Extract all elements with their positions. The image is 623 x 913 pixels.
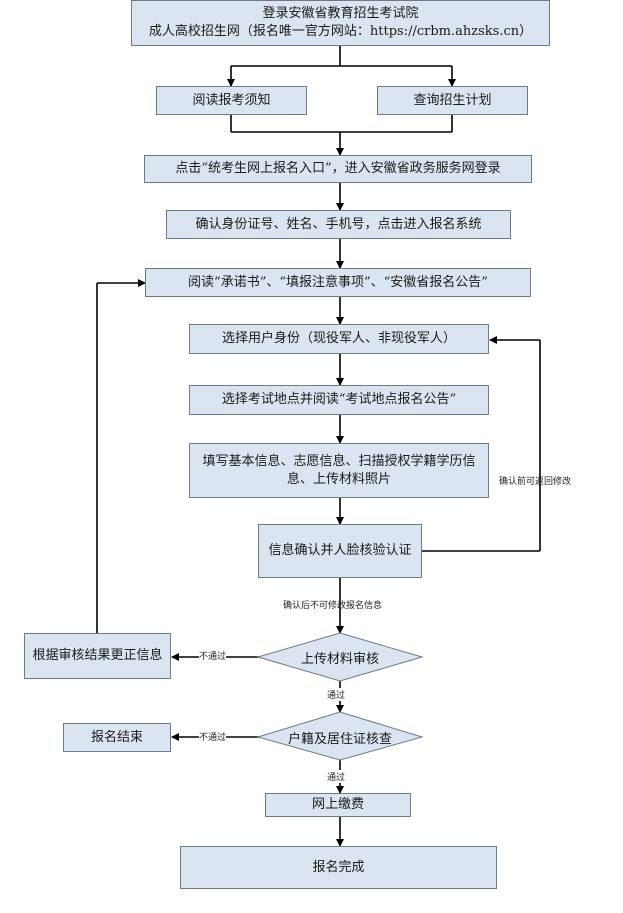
login-official-site-url: 成人高校招生网（报名唯一官方网站：https://crbm.ahzsks.cn） <box>148 24 533 39</box>
confirm-id-label: 确认身份证号、姓名、手机号，点击进入报名系统 <box>195 216 482 232</box>
select-site-box: 选择考试地点并阅读“考试地点报名公告” <box>189 385 489 415</box>
read-notice-box: 阅读报考须知 <box>156 86 307 115</box>
reg-end-box: 报名结束 <box>63 723 171 752</box>
query-plan-label: 查询招生计划 <box>413 92 492 108</box>
payment-label: 网上缴费 <box>311 797 364 812</box>
upload-review-diamond <box>256 632 424 682</box>
reg-end-label: 报名结束 <box>90 729 143 745</box>
reg-complete-box: 报名完成 <box>180 846 497 889</box>
correct-info-box: 根据审核结果更正信息 <box>24 633 171 679</box>
confirm-face-label: 信息确认并人脸核验认证 <box>268 543 412 558</box>
payment-box: 网上缴费 <box>265 793 411 817</box>
select-identity-label: 选择用户身份（现役军人、非现役军人） <box>221 331 456 346</box>
fill-info-line2: 息、上传材料照片 <box>286 471 391 487</box>
fail-2-label: 不通过 <box>199 730 227 743</box>
fill-info-box: 填写基本信息、志愿信息、扫描授权学籍学历信 息、上传材料照片 <box>189 443 489 498</box>
pass-1-label: 通过 <box>327 688 346 701</box>
correct-info-label: 根据审核结果更正信息 <box>32 648 163 663</box>
login-title: 登录安徽省教育招生考试院 <box>262 6 419 21</box>
no-modify-after-confirm-label: 确认后不可修改报名信息 <box>283 601 383 611</box>
modify-before-confirm-label: 确认前可返回修改 <box>499 477 572 487</box>
select-site-label: 选择考试地点并阅读“考试地点报名公告” <box>221 392 457 407</box>
read-notice-label: 阅读报考须知 <box>192 92 271 108</box>
confirm-face-box: 信息确认并人脸核验认证 <box>258 524 422 578</box>
click-entry-label: 点击“统考生网上报名入口”，进入安徽省政务服务网登录 <box>175 161 501 176</box>
residence-check-diamond <box>256 711 424 761</box>
upload-review-label: 上传材料审核 <box>300 651 379 667</box>
fail-1-label: 不通过 <box>199 649 227 662</box>
login-official-site-box: 登录安徽省教育招生考试院 成人高校招生网（报名唯一官方网站：https://cr… <box>131 0 550 46</box>
select-identity-box: 选择用户身份（现役军人、非现役军人） <box>189 324 489 354</box>
click-entry-box: 点击“统考生网上报名入口”，进入安徽省政务服务网登录 <box>144 155 532 183</box>
residence-check-label: 户籍及居住证核查 <box>287 731 392 747</box>
pass-2-label: 通过 <box>327 770 346 783</box>
read-docs-label: 阅读“承诺书”、“填报注意事项”、“安徽省报名公告” <box>188 274 488 290</box>
reg-complete-label: 报名完成 <box>312 859 365 875</box>
fill-info-line1: 填写基本信息、志愿信息、扫描授权学籍学历信 <box>202 453 476 469</box>
confirm-id-box: 确认身份证号、姓名、手机号，点击进入报名系统 <box>166 210 511 239</box>
query-plan-box: 查询招生计划 <box>377 86 528 115</box>
read-docs-box: 阅读“承诺书”、“填报注意事项”、“安徽省报名公告” <box>145 268 531 297</box>
